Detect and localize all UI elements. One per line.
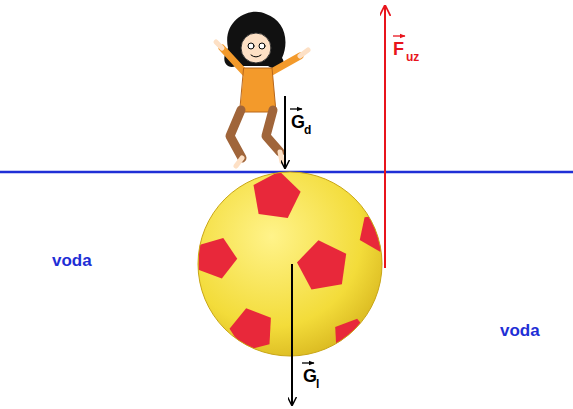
girl	[216, 12, 308, 166]
force-subscript: l	[316, 378, 319, 390]
force-symbol: F	[393, 40, 404, 58]
medium-label: voda	[500, 322, 540, 339]
buoyancy-arrow	[384, 6, 386, 268]
force-subscript: uz	[406, 51, 419, 63]
weight-ball-arrow	[291, 264, 293, 405]
force-symbol: G	[303, 367, 317, 385]
weight-girl-arrow	[284, 96, 286, 168]
medium-label: voda	[52, 252, 92, 269]
vector-mark	[290, 108, 302, 109]
vector-mark	[302, 362, 314, 363]
force-subscript: d	[304, 124, 311, 136]
vector-mark	[393, 35, 405, 36]
force-symbol: G	[291, 113, 305, 131]
ball	[191, 168, 404, 359]
